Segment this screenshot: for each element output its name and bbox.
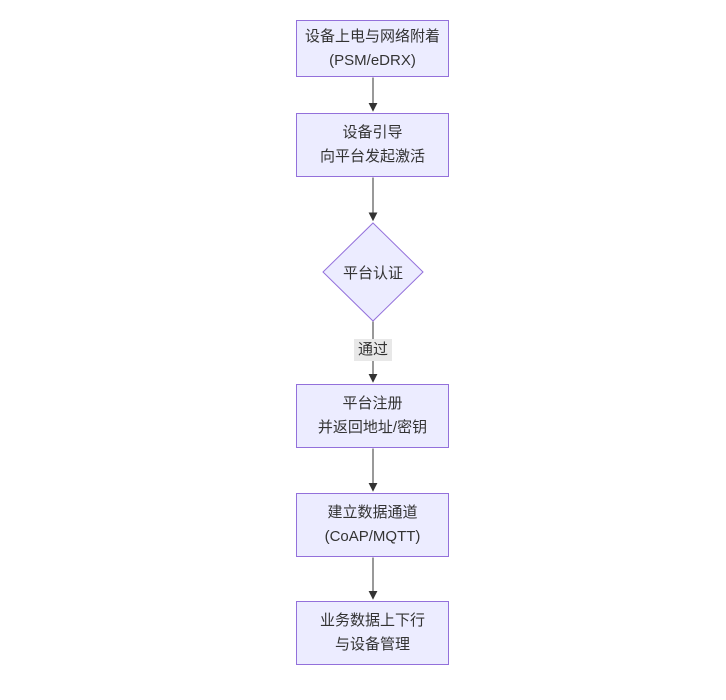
node-data-channel-line1: 建立数据通道 (327, 504, 418, 521)
node-register-line1: 平台注册 (342, 395, 403, 412)
node-bootstrap-line1: 设备引导 (342, 124, 403, 141)
node-platform-auth: 平台认证 (342, 264, 403, 282)
node-bootstrap-line2: 向平台发起激活 (319, 148, 425, 165)
node-power-attach: 设备上电与网络附着 (PSM/eDRX) (296, 20, 449, 77)
node-data-channel-line2: (CoAP/MQTT) (324, 528, 421, 545)
node-business-line2: 与设备管理 (334, 636, 410, 653)
node-data-channel: 建立数据通道 (CoAP/MQTT) (296, 493, 449, 557)
edge-label-pass: 通过 (353, 339, 393, 361)
node-register-line2: 并返回地址/密钥 (317, 419, 428, 436)
node-business: 业务数据上下行 与设备管理 (296, 601, 449, 665)
decision-diamond-shape (322, 222, 424, 322)
node-business-line1: 业务数据上下行 (319, 612, 425, 629)
node-register: 平台注册 并返回地址/密钥 (296, 384, 449, 448)
node-power-attach-line2: (PSM/eDRX) (329, 51, 416, 69)
node-power-attach-line1: 设备上电与网络附着 (304, 27, 440, 45)
node-bootstrap: 设备引导 向平台发起激活 (296, 113, 449, 177)
